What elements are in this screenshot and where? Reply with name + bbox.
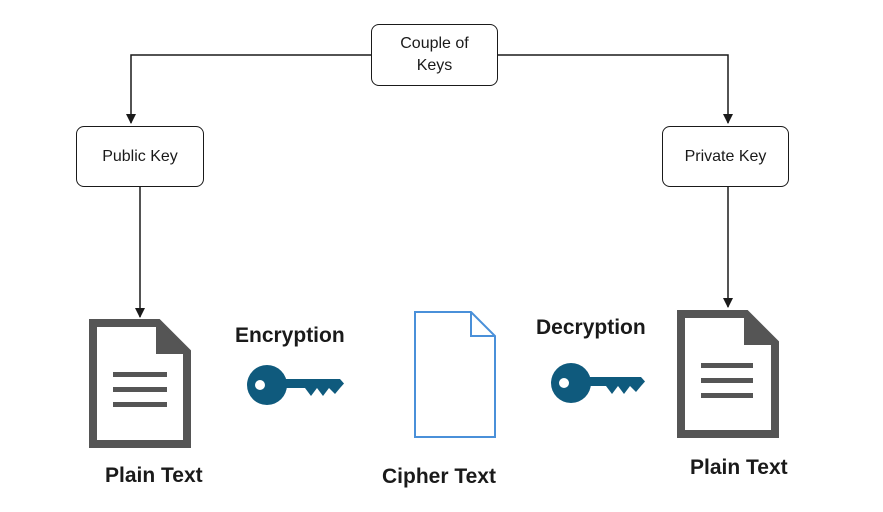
encryption-key-icon	[247, 365, 344, 405]
public-key-label: Public Key	[102, 147, 178, 165]
private-key-node: Private Key	[662, 126, 789, 187]
cipher-text-label: Cipher Text	[382, 465, 496, 488]
decryption-key-icon	[551, 363, 645, 403]
couple-of-keys-node: Couple of Keys	[371, 24, 498, 86]
connector-couple-to-private	[498, 54, 733, 124]
couple-of-keys-label: Couple of Keys	[400, 35, 469, 74]
plain-text-label-left: Plain Text	[105, 464, 203, 487]
connector-couple-to-public	[126, 54, 371, 124]
public-key-node: Public Key	[76, 126, 204, 187]
plain-text-document-icon-right	[677, 310, 779, 438]
encryption-label: Encryption	[235, 324, 345, 347]
private-key-label: Private Key	[684, 147, 767, 165]
plain-text-document-icon-left	[89, 319, 191, 448]
plain-text-label-right: Plain Text	[690, 456, 788, 479]
decryption-label: Decryption	[536, 316, 646, 339]
cipher-text-document-icon	[414, 311, 496, 438]
